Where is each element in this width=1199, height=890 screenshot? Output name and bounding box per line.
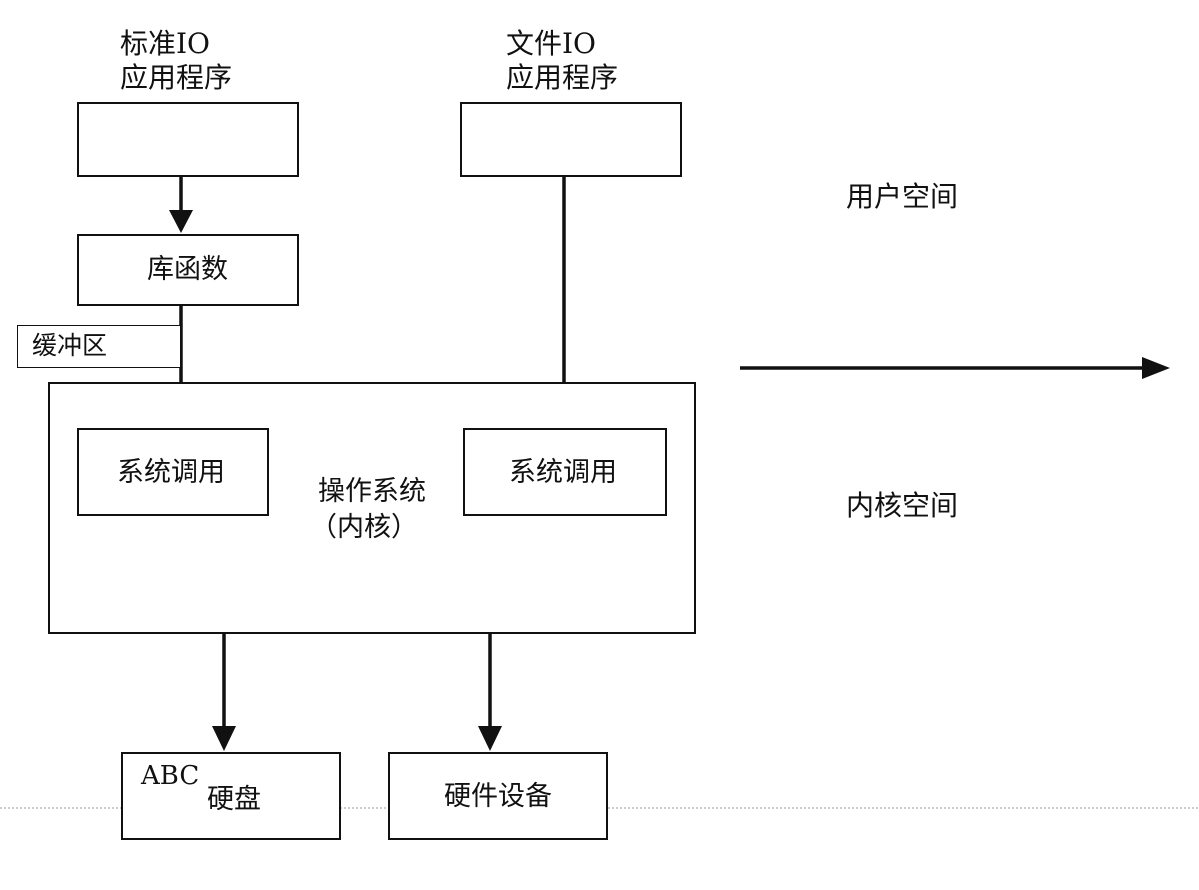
kernel-space-label: 内核空间 <box>846 489 959 522</box>
arrow-kernel-to-hardware <box>478 633 502 751</box>
file-io-app-box <box>460 102 682 177</box>
os-label-line1: 操作系统 <box>318 476 426 507</box>
syscall-right-label: 系统调用 <box>509 457 617 488</box>
std-io-title-line1: 标准IO <box>120 27 211 60</box>
std-io-app-title: 标准IO 应用程序 <box>120 27 232 95</box>
library-functions-box: 库函数 <box>77 234 299 306</box>
hardware-device-label: 硬件设备 <box>444 781 552 812</box>
buffer-label: 缓冲区 <box>32 331 108 360</box>
syscall-left-label: 系统调用 <box>117 457 225 488</box>
buffer-box: 缓冲区 <box>17 325 181 368</box>
file-io-title-line2: 应用程序 <box>506 61 619 94</box>
arrow-kernel-to-disk <box>212 633 236 751</box>
hardware-device-box: 硬件设备 <box>388 752 608 840</box>
syscall-left-box: 系统调用 <box>77 428 269 516</box>
library-functions-label: 库函数 <box>147 254 228 285</box>
arrow-space-boundary <box>740 357 1170 379</box>
disk-label: 硬盘 <box>207 784 261 815</box>
std-io-title-line2: 应用程序 <box>120 61 233 94</box>
std-io-app-box <box>77 102 299 177</box>
file-io-title-line1: 文件IO <box>506 27 597 60</box>
file-io-app-title: 文件IO 应用程序 <box>506 27 618 95</box>
syscall-right-box: 系统调用 <box>463 428 667 516</box>
user-space-label: 用户空间 <box>846 180 959 213</box>
disk-prefix-label: ABC <box>141 761 200 791</box>
arrow-std-app-to-library <box>169 176 193 233</box>
os-label-line2: （内核） <box>310 512 418 543</box>
disk-box: ABC 硬盘 <box>121 752 341 840</box>
